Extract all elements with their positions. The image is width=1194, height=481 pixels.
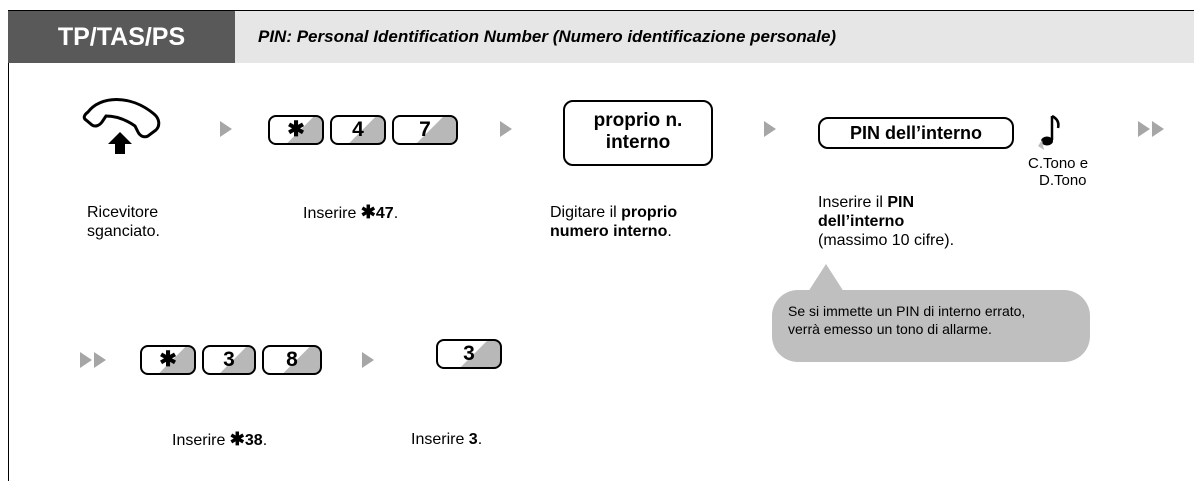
- key-8: 8: [262, 345, 322, 375]
- note-bubble-l1: Se si immette un PIN di interno errato,: [788, 303, 1026, 319]
- caption-dial-38-pre: Inserire: [172, 432, 230, 449]
- caption-dial-47-num: 47: [375, 205, 394, 222]
- flow-arrow: [362, 352, 374, 368]
- frame-top-border: [8, 10, 1194, 11]
- key-3: 3: [202, 345, 256, 375]
- note-bubble-tail: [808, 264, 844, 292]
- flow-arrow: [500, 121, 512, 137]
- key-3-single-label: 3: [463, 342, 475, 365]
- pin-box: PIN dell’interno: [818, 117, 1014, 149]
- flow-arrow: [220, 121, 232, 137]
- key-star: ✱: [140, 345, 196, 375]
- continue-arrow: [80, 352, 92, 368]
- caption-dial-38-star: ✱: [229, 429, 245, 449]
- device-tab-label: TP/TAS/PS: [8, 11, 235, 63]
- own-extension-box-l2: interno: [605, 132, 671, 153]
- key-7-label: 7: [419, 118, 431, 141]
- caption-dial-38: Inserire ✱38.: [172, 430, 267, 450]
- tone-label: C.Tono e D.Tono: [1028, 155, 1088, 189]
- caption-dial-47-pre: Inserire: [303, 205, 361, 222]
- pin-box-label: PIN dell’interno: [849, 123, 982, 143]
- caption-ext-post: .: [667, 223, 672, 240]
- continue-arrow: [1138, 121, 1150, 137]
- key-3-single: 3: [436, 339, 502, 369]
- key-star: ✱: [268, 115, 324, 145]
- caption-pin: Inserire il PIN dell’interno (massimo 10…: [818, 193, 954, 250]
- continue-arrow: [1152, 121, 1164, 137]
- caption-pin-l3: (massimo 10 cifre).: [818, 232, 955, 249]
- caption-dial-3-pre: Inserire: [411, 431, 469, 448]
- caption-off-hook: Ricevitore sganciato.: [87, 203, 160, 241]
- key-8-label: 8: [286, 348, 298, 371]
- caption-dial-38-post: .: [262, 432, 268, 449]
- caption-ext-number: Digitare il proprio numero interno.: [550, 203, 677, 241]
- tone-label-l1: C.Tono e: [1028, 155, 1089, 172]
- note-bubble: Se si immette un PIN di interno errato, …: [772, 290, 1090, 362]
- key-7: 7: [392, 115, 458, 145]
- caption-ext-pre: Digitare il: [550, 204, 622, 221]
- caption-pin-bold-l1: PIN: [887, 194, 915, 211]
- music-note-icon: [1038, 114, 1060, 150]
- tone-label-l2: D.Tono: [1039, 172, 1087, 189]
- caption-off-hook-l2: sganciato.: [87, 223, 160, 240]
- key-4: 4: [330, 115, 386, 145]
- handset-off-hook-icon: [82, 98, 161, 154]
- key-star-label-2: ✱: [159, 348, 177, 371]
- continue-arrow: [94, 352, 106, 368]
- flow-arrow: [764, 121, 776, 137]
- caption-ext-bold-l2: numero interno: [550, 223, 668, 240]
- caption-dial-47: Inserire ✱47.: [303, 203, 398, 223]
- caption-pin-pre: Inserire il: [818, 194, 888, 211]
- header-subtitle: PIN: Personal Identification Number (Num…: [258, 27, 837, 46]
- frame-left-border: [8, 10, 9, 481]
- note-bubble-l2: verrà emesso un tono di allarme.: [788, 321, 992, 337]
- caption-dial-47-post: .: [393, 205, 399, 222]
- own-extension-box: proprio n. interno: [563, 100, 713, 166]
- own-extension-box-l1: proprio n.: [593, 110, 683, 131]
- caption-off-hook-l1: Ricevitore: [87, 204, 159, 221]
- caption-ext-bold-l1: proprio: [621, 204, 678, 221]
- caption-dial-3: Inserire 3.: [411, 430, 482, 449]
- key-star-label: ✱: [287, 118, 305, 141]
- caption-dial-3-num: 3: [468, 431, 478, 448]
- caption-dial-38-num: 38: [244, 432, 263, 449]
- caption-dial-3-post: .: [477, 431, 483, 448]
- caption-dial-47-star: ✱: [360, 202, 376, 222]
- caption-pin-bold-l2: dell’interno: [818, 213, 905, 230]
- key-3-label: 3: [223, 348, 235, 371]
- key-4-label: 4: [352, 118, 364, 141]
